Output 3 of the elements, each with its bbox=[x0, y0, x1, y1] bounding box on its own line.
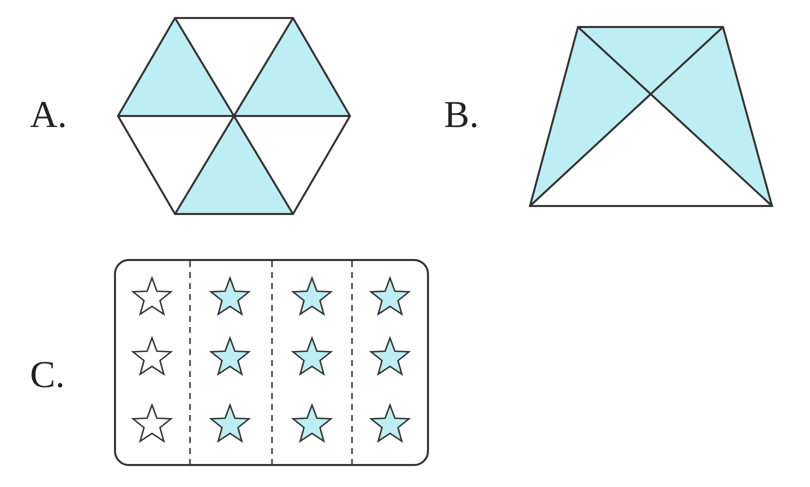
figure-letter: B. bbox=[444, 96, 479, 134]
figure-letter: C. bbox=[30, 356, 65, 394]
figure-letter: A. bbox=[30, 96, 67, 134]
